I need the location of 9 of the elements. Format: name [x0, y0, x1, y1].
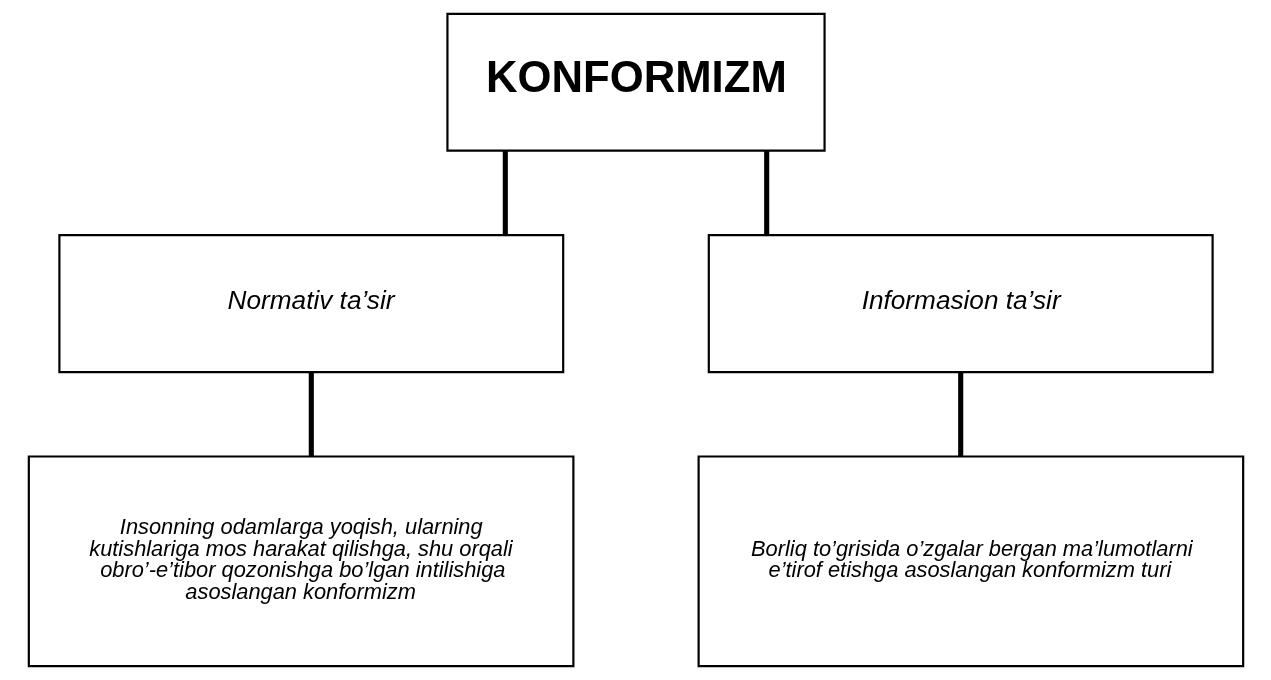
- connector: [502, 151, 508, 235]
- connector: [957, 372, 963, 457]
- connector: [308, 372, 314, 457]
- connector: [763, 151, 769, 235]
- node-box: Informasion ta’sir: [707, 234, 1214, 374]
- node-box: Insonning odamlarga yoqish, ularning kutishlariga mos harakat qilishga, shu orqali obro’-e’tibor qozonishga bo’lgan intilishiga asoslangan konformizm: [27, 455, 574, 668]
- node-box: Normativ ta’sir: [57, 234, 564, 374]
- node-box: Borliq to’grisida o’zgalar bergan ma’lumotlarni e’tirof etishga asoslangan konformizm turi: [697, 455, 1244, 668]
- node-box: KONFORMIZM: [445, 12, 826, 152]
